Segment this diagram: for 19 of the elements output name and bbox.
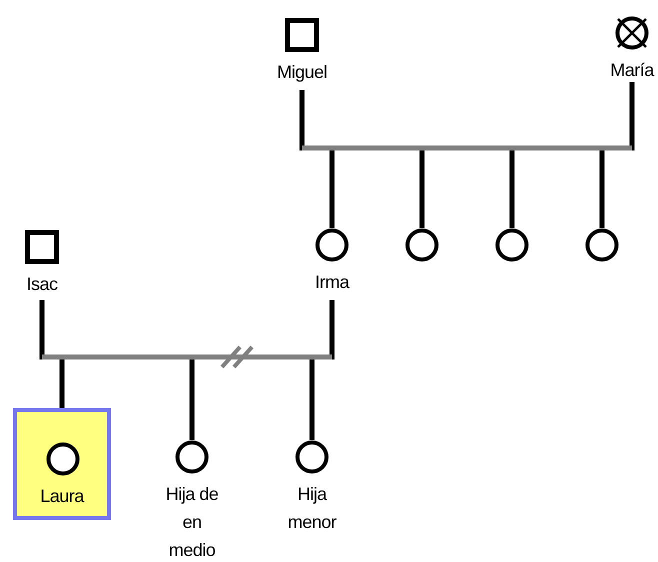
person-name: María xyxy=(610,59,654,82)
female-symbol xyxy=(585,228,619,262)
descent-line xyxy=(190,357,194,440)
person-name: Irma xyxy=(315,271,349,294)
descent-line xyxy=(60,357,64,408)
person-name: Isac xyxy=(26,273,58,296)
person-name: Laura xyxy=(40,485,84,508)
female-symbol xyxy=(495,228,529,262)
descent-line xyxy=(510,148,514,228)
descent-line xyxy=(330,148,334,228)
person-name: Hija de en medio xyxy=(164,483,220,562)
descent-line xyxy=(420,148,424,228)
descent-line xyxy=(600,148,604,228)
person-name: Miguel xyxy=(276,61,328,84)
descent-line xyxy=(310,357,314,440)
female-symbol xyxy=(46,442,80,476)
person-name: Hija menor xyxy=(286,483,338,534)
female-symbol xyxy=(405,228,439,262)
highlight-box xyxy=(13,408,111,520)
